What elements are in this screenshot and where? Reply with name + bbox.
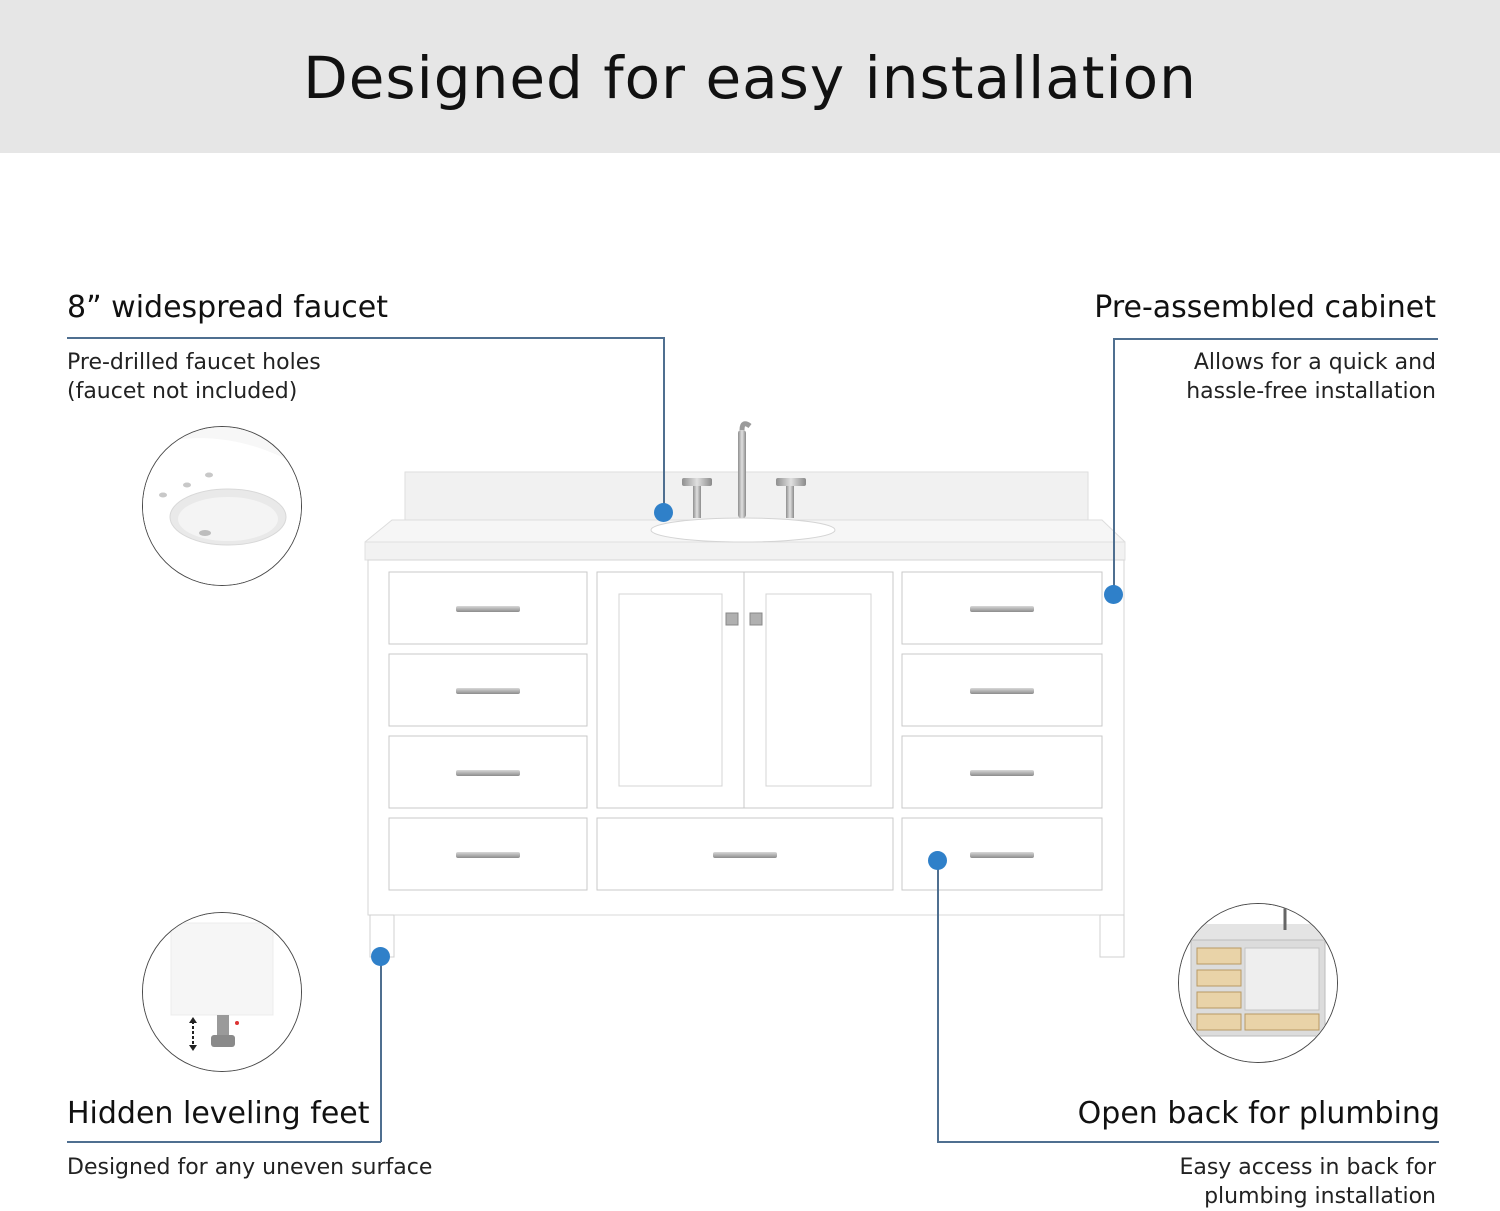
plumbing-callout-line-h: [937, 1141, 1439, 1143]
faucet-callout-dot: [654, 503, 673, 522]
feet-feature-title: Hidden leveling feet: [67, 1096, 370, 1131]
header-banner: Designed for easy installation: [0, 0, 1500, 153]
plumbing-feature-desc: Easy access in back for plumbing install…: [1179, 1153, 1436, 1211]
faucet-callout-line-v: [663, 337, 665, 512]
open-back-closeup-icon: [1178, 903, 1338, 1063]
cabinet-feature-title: Pre-assembled cabinet: [1094, 290, 1436, 325]
faucet-callout-line-h: [67, 337, 664, 339]
faucet-feature-desc: Pre-drilled faucet holes (faucet not inc…: [67, 348, 321, 406]
plumbing-desc-line1: Easy access in back for: [1179, 1155, 1436, 1180]
cabinet-desc-line1: Allows for a quick and: [1193, 350, 1436, 375]
plumbing-callout-line-v: [937, 860, 939, 1142]
cabinet-callout-line-h: [1113, 338, 1438, 340]
plumbing-feature-title: Open back for plumbing: [1077, 1096, 1440, 1131]
feet-callout-line-h: [67, 1141, 381, 1143]
cabinet-callout-dot: [1104, 585, 1123, 604]
cabinet-desc-line2: hassle-free installation: [1186, 379, 1436, 404]
feet-feature-desc: Designed for any uneven surface: [67, 1153, 432, 1182]
plumbing-callout-dot: [928, 851, 947, 870]
plumbing-desc-line2: plumbing installation: [1204, 1184, 1436, 1209]
feet-callout-line-v: [380, 956, 382, 1142]
cabinet-feature-desc: Allows for a quick and hassle-free insta…: [1186, 348, 1436, 406]
vanity-image: [364, 421, 1126, 958]
leveling-foot-closeup-icon: [142, 912, 302, 1072]
cabinet-callout-line-v: [1113, 338, 1115, 594]
sink-closeup-icon: [142, 426, 302, 586]
feet-callout-dot: [371, 947, 390, 966]
faucet-desc-line2: (faucet not included): [67, 379, 298, 404]
feet-desc-line1: Designed for any uneven surface: [67, 1155, 433, 1180]
page-title: Designed for easy installation: [303, 44, 1197, 112]
faucet-feature-title: 8” widespread faucet: [67, 290, 388, 325]
faucet-desc-line1: Pre-drilled faucet holes: [67, 350, 321, 375]
